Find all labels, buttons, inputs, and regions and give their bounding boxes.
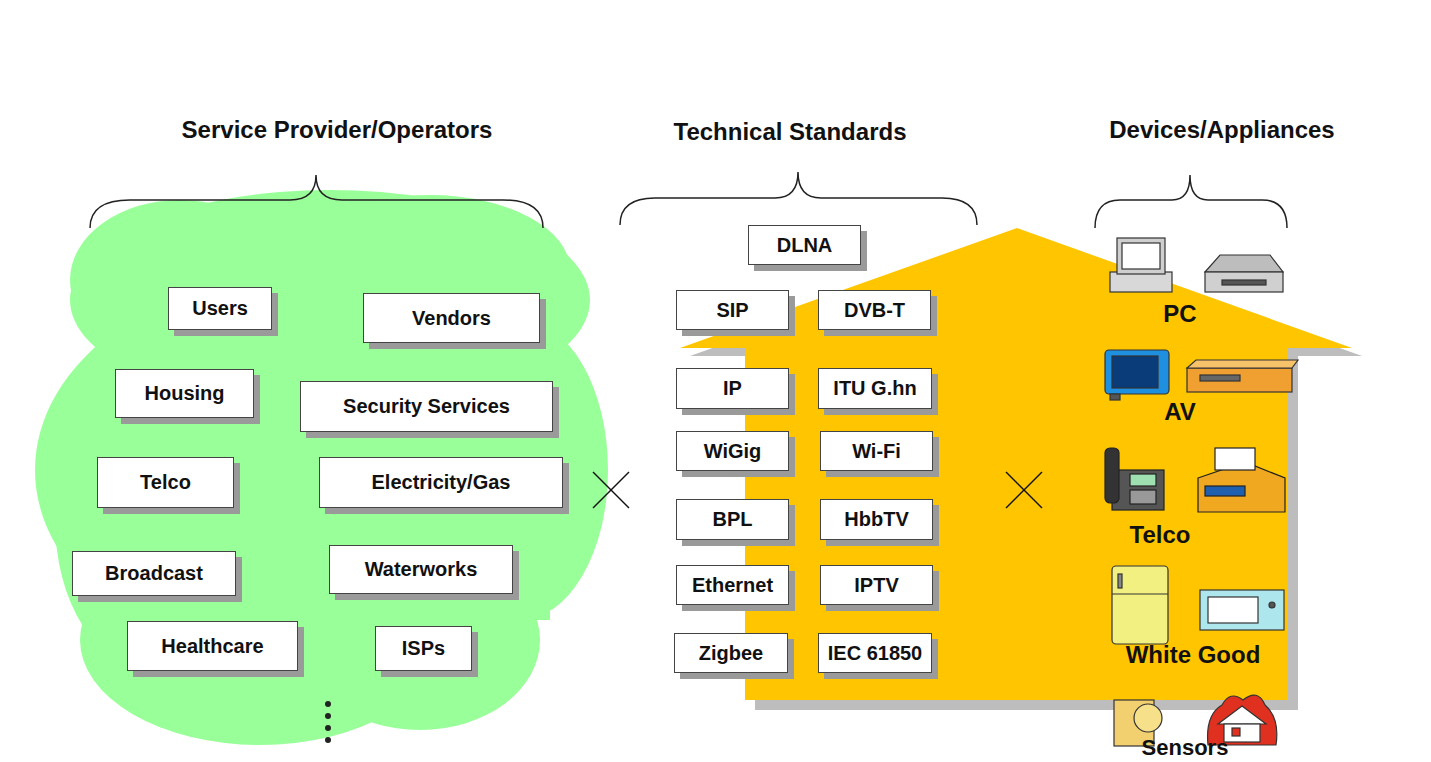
box-label: IEC 61850 xyxy=(828,642,923,665)
box-label: Telco xyxy=(140,471,191,494)
provider-box: Security Services xyxy=(300,381,553,432)
section-heading: Service Provider/Operators xyxy=(182,116,493,144)
standard-box: IEC 61850 xyxy=(818,633,932,673)
provider-box: Broadcast xyxy=(72,551,236,596)
standard-box: IPTV xyxy=(820,565,933,605)
box-label: Security Services xyxy=(343,395,510,418)
provider-cloud xyxy=(35,190,608,745)
section-heading: Devices/Appliances xyxy=(1109,116,1334,144)
provider-box: Healthcare xyxy=(127,621,298,671)
provider-box: Users xyxy=(168,287,272,330)
telco-icon xyxy=(1105,448,1285,512)
box-label: Waterworks xyxy=(365,558,478,581)
box-label: Ethernet xyxy=(692,574,773,597)
box-label: DVB-T xyxy=(844,299,905,322)
provider-box: Waterworks xyxy=(329,545,513,594)
box-label: Users xyxy=(192,297,248,320)
box-label: Healthcare xyxy=(161,635,263,658)
device-label: AV xyxy=(1164,398,1196,426)
provider-box: Telco xyxy=(97,457,234,508)
provider-box: Housing xyxy=(115,369,254,418)
standard-box: BPL xyxy=(676,499,789,540)
box-label: Zigbee xyxy=(699,642,763,665)
av-icon xyxy=(1105,350,1298,400)
box-label: SIP xyxy=(716,299,748,322)
bracket xyxy=(90,172,1287,228)
standard-box: IP xyxy=(676,368,789,409)
device-label: Sensors xyxy=(1142,735,1229,761)
standard-box: ITU G.hn xyxy=(818,368,932,409)
box-label: HbbTV xyxy=(844,508,908,531)
section-heading: Technical Standards xyxy=(674,118,907,146)
pc-icon xyxy=(1110,238,1283,292)
box-label: Wi-Fi xyxy=(852,440,901,463)
device-label: Telco xyxy=(1130,521,1191,549)
box-label: BPL xyxy=(713,508,753,531)
device-label: PC xyxy=(1163,300,1196,328)
standard-box: Ethernet xyxy=(676,565,789,605)
standard-box: WiGig xyxy=(676,431,789,471)
standard-box: DLNA xyxy=(748,225,861,265)
device-label: White Good xyxy=(1126,641,1261,669)
standard-box: Zigbee xyxy=(674,633,788,673)
box-label: Housing xyxy=(145,382,225,405)
box-label: IPTV xyxy=(854,574,898,597)
standard-box: HbbTV xyxy=(820,499,933,540)
box-label: DLNA xyxy=(777,234,833,257)
cross-symbol xyxy=(593,472,1042,508)
standard-box: SIP xyxy=(676,290,789,330)
box-label: Broadcast xyxy=(105,562,203,585)
provider-box: Vendors xyxy=(363,293,540,343)
box-label: WiGig xyxy=(704,440,762,463)
continuation-dots xyxy=(325,701,331,743)
provider-box: Electricity/Gas xyxy=(319,457,563,508)
provider-box: ISPs xyxy=(375,626,472,671)
white-goods-icon xyxy=(1112,566,1284,644)
box-label: Electricity/Gas xyxy=(372,471,511,494)
standard-box: DVB-T xyxy=(818,290,931,330)
box-label: Vendors xyxy=(412,307,491,330)
box-label: ISPs xyxy=(402,637,445,660)
standard-box: Wi-Fi xyxy=(820,431,933,471)
box-label: ITU G.hn xyxy=(833,377,916,400)
box-label: IP xyxy=(723,377,742,400)
